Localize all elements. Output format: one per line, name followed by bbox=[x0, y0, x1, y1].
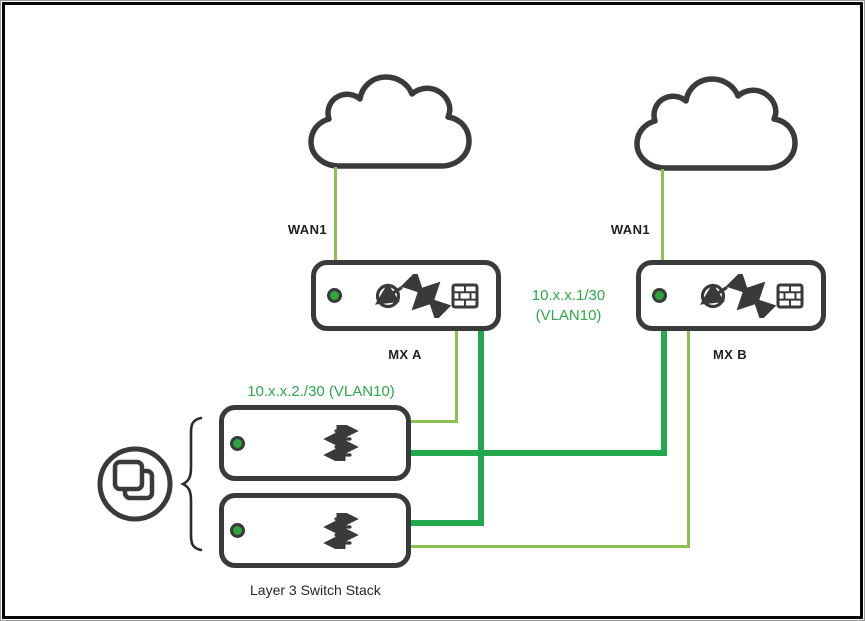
switch-traffic-icon bbox=[323, 425, 359, 461]
device-switch-2 bbox=[219, 493, 411, 568]
wan1-label-mx-a: WAN1 bbox=[287, 222, 327, 237]
mx-feature-icons bbox=[374, 273, 479, 318]
mx-feature-icons bbox=[699, 273, 804, 318]
switch-stack-caption: Layer 3 Switch Stack bbox=[250, 582, 381, 598]
switch-traffic-icon bbox=[323, 512, 359, 549]
status-led bbox=[230, 523, 245, 538]
link-mx-b-switch2-light bbox=[407, 328, 690, 548]
link-mx-a-switch2-dark bbox=[407, 328, 484, 526]
status-led bbox=[230, 435, 245, 451]
device-mx-b bbox=[636, 260, 826, 331]
nat-arrows-icon bbox=[725, 273, 777, 318]
cloud-icon bbox=[311, 77, 469, 166]
mx-b-label: MX B bbox=[712, 347, 748, 362]
mx-a-label: MX A bbox=[388, 347, 422, 362]
mx-interconnect-ip-label: 10.x.x.1/30 (VLAN10) bbox=[506, 286, 631, 326]
status-led bbox=[327, 288, 342, 303]
routed-traffic-icon bbox=[699, 282, 728, 308]
device-mx-a bbox=[311, 260, 501, 331]
nat-arrows-icon bbox=[400, 273, 452, 318]
status-led bbox=[652, 288, 667, 303]
cloud-icon bbox=[637, 79, 795, 168]
firewall-icon bbox=[451, 283, 479, 308]
link-mx-a-switch1-light bbox=[407, 328, 458, 423]
device-switch-1 bbox=[219, 405, 411, 481]
ip-line: 10.x.x.1/30 bbox=[531, 287, 606, 304]
stack-copies-icon bbox=[97, 446, 173, 522]
firewall-icon bbox=[776, 283, 804, 308]
routed-traffic-icon bbox=[374, 282, 403, 308]
switch-uplink-ip-label: 10.x.x.2./30 (VLAN10) bbox=[247, 383, 395, 400]
wan1-label-mx-b: WAN1 bbox=[610, 222, 650, 237]
stack-brace bbox=[180, 416, 203, 552]
link-mx-b-switch1-dark bbox=[407, 328, 667, 456]
vlan-line: (VLAN10) bbox=[535, 307, 602, 324]
